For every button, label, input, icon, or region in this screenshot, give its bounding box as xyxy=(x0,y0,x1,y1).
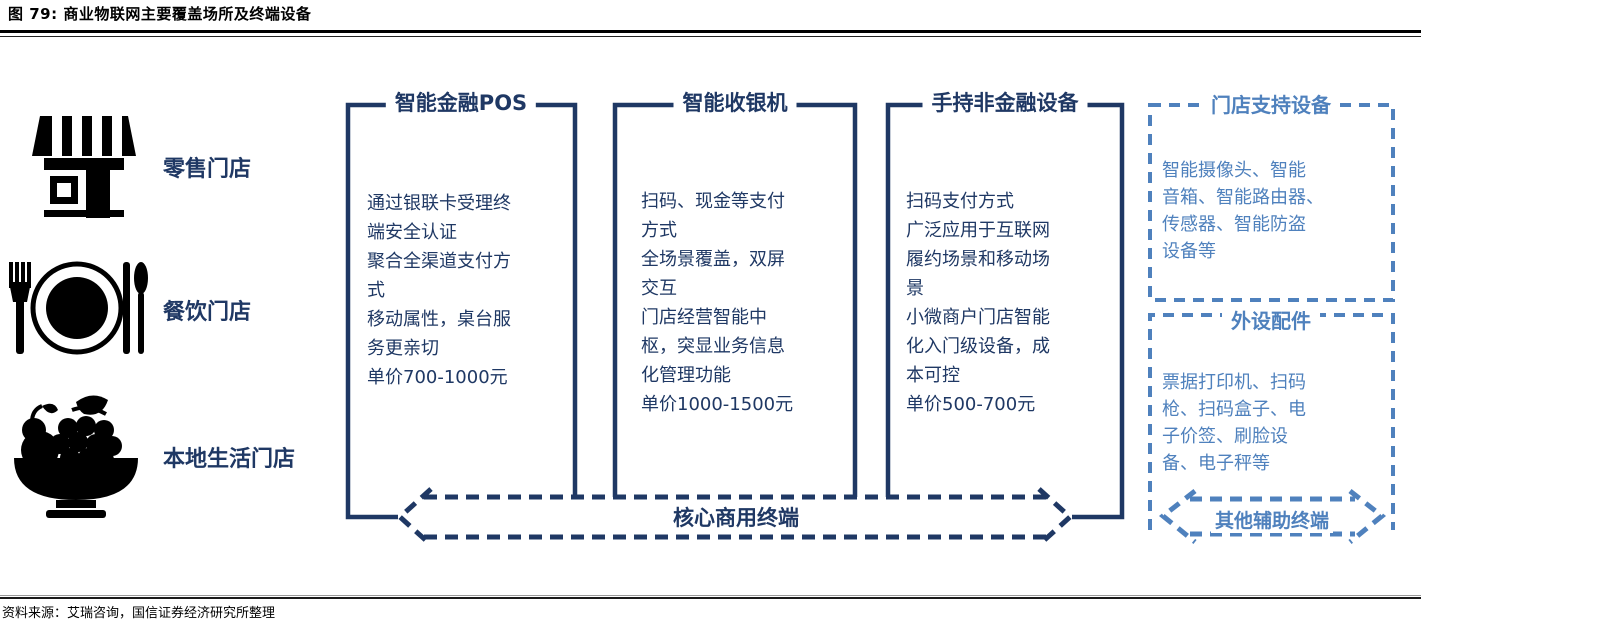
core-arrow-left-head xyxy=(396,487,433,547)
core-box-cashier-title: 智能收银机 xyxy=(673,90,797,116)
fruit-bowl-icon xyxy=(10,388,142,522)
core-arrow-label: 核心商用终端 xyxy=(667,502,805,532)
core-box-cashier-body: 扫码、现金等支付 方式 全场景覆盖，双屏 交互 门店经营智能中 枢，突显业务信息… xyxy=(641,191,794,415)
core-arrow-right-head xyxy=(1037,487,1074,547)
aux-arrow-left-head xyxy=(1158,489,1197,544)
figure-title: 图 79: 商业物联网主要覆盖场所及终端设备 xyxy=(8,5,312,23)
venue-label-dining: 餐饮门店 xyxy=(163,300,252,325)
core-box-pos-frame xyxy=(345,102,578,520)
restaurant-icon xyxy=(3,260,148,356)
storefront-icon xyxy=(28,112,140,222)
core-box-handheld-body: 扫码支付方式 广泛应用于互联网 履约场景和移动场 景 小微商户门店智能 化入门级… xyxy=(906,191,1050,415)
venue-label-retail: 零售门店 xyxy=(163,157,252,182)
core-box-handheld-frame xyxy=(885,102,1125,520)
header-rule-thin xyxy=(0,36,1421,37)
aux-box-support-body: 智能摄像头、智能 音箱、智能路由器、 传感器、智能防盗 设备等 xyxy=(1162,160,1324,262)
aux-box-peripheral-title: 外设配件 xyxy=(1222,308,1320,334)
core-box-pos-title: 智能金融POS xyxy=(385,90,537,116)
footer-rule-thick xyxy=(0,597,1421,599)
aux-arrow-right-head xyxy=(1348,489,1387,544)
header-rule-thick xyxy=(0,30,1421,33)
source-text: 资料来源：艾瑞咨询，国信证券经济研究所整理 xyxy=(2,606,276,621)
core-box-pos-body: 通过银联卡受理终 端安全认证 聚合全渠道支付方 式 移动属性，桌台服 务更亲切 … xyxy=(367,193,511,388)
core-box-handheld-title: 手持非金融设备 xyxy=(922,90,1088,116)
aux-box-peripheral-body: 票据打印机、扫码 枪、扫码盒子、电 子价签、刷脸设 备、电子秤等 xyxy=(1162,372,1306,474)
venue-label-local-life: 本地生活门店 xyxy=(163,447,296,472)
aux-arrow-label: 其他辅助终端 xyxy=(1210,506,1334,533)
aux-box-support-title: 门店支持设备 xyxy=(1202,92,1340,118)
footer-rule-thin xyxy=(0,595,1421,596)
